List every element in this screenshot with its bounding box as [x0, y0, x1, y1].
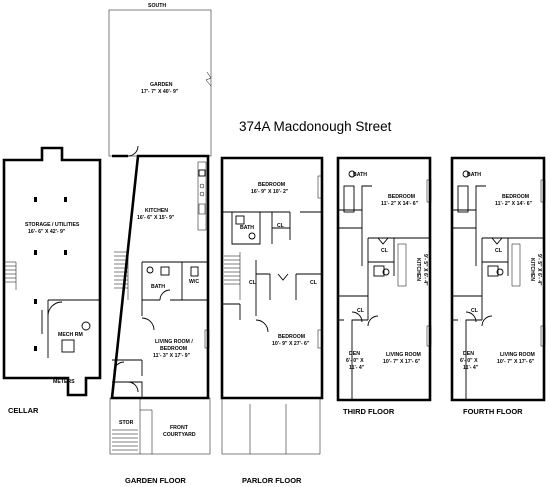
fourth-bedroom-dim: 11'- 2" X 14'- 6" — [495, 201, 533, 207]
fourth-den-label: DEN — [463, 351, 474, 357]
garden-wc-label: W/C — [189, 279, 199, 285]
third-bath-label: BATH — [353, 172, 367, 178]
garden-courtyard-label-2: COURTYARD — [163, 432, 196, 438]
garden-floor-label: GARDEN FLOOR — [125, 476, 186, 485]
compass-south-label: SOUTH — [148, 3, 166, 9]
third-living-label: LIVING ROOM — [386, 352, 421, 358]
third-kitchen-dim: 9'- 5" X 6'- 4" — [422, 254, 428, 286]
parlor-bedroom2-dim: 10'- 9" X 27'- 6" — [272, 341, 310, 347]
fourth-floor-label: FOURTH FLOOR — [463, 407, 523, 416]
garden-label: GARDEN — [150, 82, 173, 88]
parlor-closet-label-3: CL — [310, 280, 318, 286]
fourth-kitchen-label: KITCHEN — [529, 258, 535, 281]
third-den-dim-2: 11'- 4" — [349, 365, 365, 371]
third-den-label: DEN — [349, 351, 360, 357]
garden-courtyard-label: FRONT — [170, 425, 189, 431]
third-floor-label: THIRD FLOOR — [343, 407, 395, 416]
garden-floor-plan: GARDEN 17'- 7" X 40'- 9" — [108, 9, 212, 455]
third-closet-label: CL — [381, 248, 389, 254]
parlor-floor-label: PARLOR FLOOR — [242, 476, 302, 485]
fourth-closet-label-2: CL — [471, 308, 479, 314]
fourth-living-dim: 10'- 7" X 17'- 6" — [497, 359, 535, 365]
cellar-plan: STORAGE / UTILITIES 16'- 6" X 42'- 9" ME… — [2, 146, 102, 397]
third-bedroom-dim: 11'- 2" X 14'- 6" — [381, 201, 419, 207]
cellar-meters-label: METERS — [53, 379, 75, 385]
cellar-mech-label: MECH RM — [58, 332, 83, 338]
parlor-bedroom1-label: BEDROOM — [258, 182, 285, 188]
parlor-bedroom2-label: BEDROOM — [278, 334, 305, 340]
garden-living-dim: 11'- 3" X 17'- 9" — [153, 353, 191, 359]
third-bedroom-label: BEDROOM — [388, 194, 415, 200]
fourth-den-dim: 6'- 0" X — [460, 358, 478, 364]
fourth-closet-label: CL — [495, 248, 503, 254]
third-floor-plan: BATH BEDROOM 11'- 2" X 14'- 6" CL CL DEN… — [336, 156, 432, 402]
garden-stor-label: STOR — [119, 420, 134, 426]
parlor-bedroom1-dim: 16'- 9" X 10'- 2" — [251, 189, 289, 195]
garden-living-label: LIVING ROOM / — [155, 339, 193, 345]
parlor-bath-label: BATH — [240, 225, 254, 231]
parlor-closet-label: CL — [277, 223, 285, 229]
fourth-den-dim-2: 11'- 4" — [463, 365, 479, 371]
page-title: 374A Macdonough Street — [239, 119, 392, 134]
third-living-dim: 10'- 7" X 17'- 6" — [383, 359, 421, 365]
fourth-bedroom-label: BEDROOM — [502, 194, 529, 200]
cellar-storage-label: STORAGE / UTILITIES — [25, 222, 80, 228]
fourth-living-label: LIVING ROOM — [500, 352, 535, 358]
third-closet-label-2: CL — [357, 308, 365, 314]
garden-kitchen-dim: 16'- 6" X 15'- 9" — [137, 215, 175, 221]
fourth-kitchen-dim: 9'- 5" X 6'- 4" — [536, 254, 542, 286]
cellar-storage-dim: 16'- 6" X 42'- 9" — [28, 229, 66, 235]
cellar-floor-label: CELLAR — [8, 406, 39, 415]
third-den-dim: 6'- 0" X — [346, 358, 364, 364]
garden-bath-label: BATH — [151, 284, 165, 290]
garden-dim: 17'- 7" X 40'- 9" — [141, 89, 179, 95]
parlor-closet-label-2: CL — [249, 280, 257, 286]
third-kitchen-label: KITCHEN — [415, 258, 421, 281]
parlor-floor-plan: BEDROOM 16'- 9" X 10'- 2" BATH CL CL CL … — [220, 156, 324, 455]
garden-kitchen-label: KITCHEN — [145, 208, 168, 214]
fourth-floor-plan: BATH BEDROOM 11'- 2" X 14'- 6" CL CL DEN… — [450, 156, 546, 402]
fourth-bath-label: BATH — [467, 172, 481, 178]
garden-living-label-2: BEDROOM — [160, 346, 187, 352]
